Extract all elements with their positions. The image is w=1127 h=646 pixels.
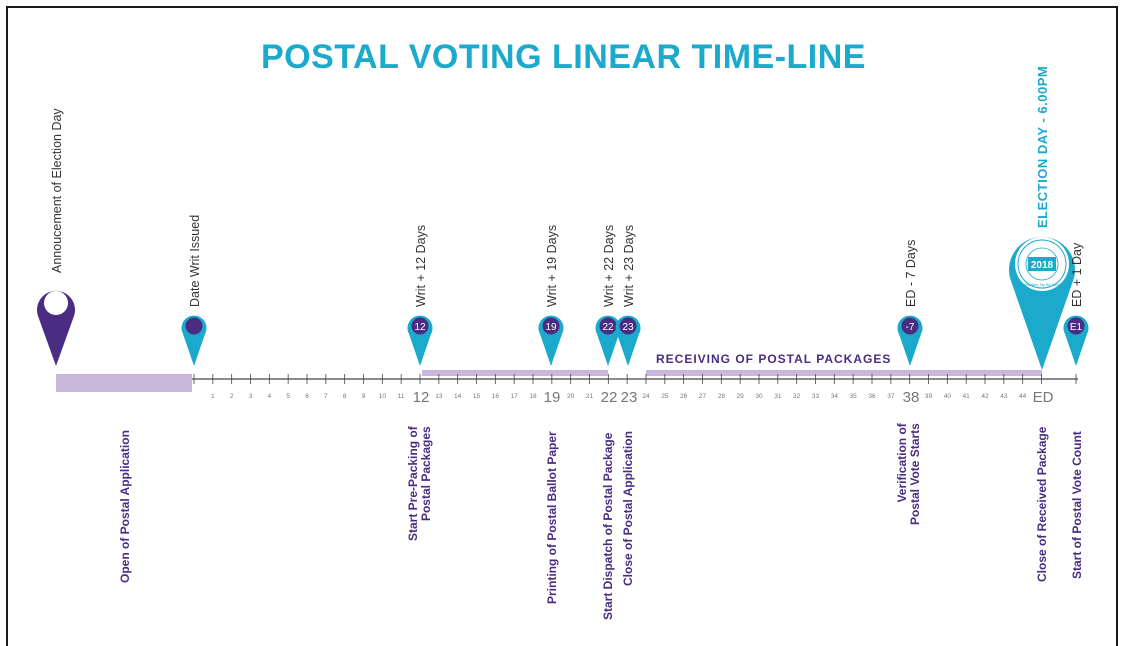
pin-ed7-icon (897, 315, 923, 366)
start-prepacking-label: Start Pre-Packing of Postal Packages (406, 426, 433, 541)
small-tick-number: 7 (324, 393, 328, 400)
small-tick-number: 34 (830, 393, 838, 400)
axis-number-22: 22 (600, 389, 618, 406)
verification-line2: Postal Vote Starts (908, 423, 922, 525)
small-tick-number: 32 (793, 393, 801, 400)
writ-issued-label: Date Writ Issued (188, 214, 202, 307)
ed-minus-7-label: ED - 7 Days (904, 239, 918, 307)
election-day-label: ELECTION DAY - 6.00PM (1035, 65, 1050, 228)
small-tick-number: 35 (849, 393, 857, 400)
small-tick-number: 10 (378, 393, 386, 400)
start-prepacking-line2: Postal Packages (419, 426, 433, 522)
small-tick-number: 9 (361, 393, 366, 400)
small-tick-number: 24 (642, 393, 650, 400)
page-title: POSTAL VOTING LINEAR TIME-LINE (261, 38, 866, 76)
announcement-label: Annoucement of Election Day (50, 108, 64, 273)
small-tick-number: 29 (736, 393, 744, 400)
small-tick-number: 8 (342, 393, 347, 400)
pin-22-icon (595, 315, 621, 366)
writ-23-label: Writ + 23 Days (622, 224, 636, 307)
ed-plus-1-label: ED + 1 Day (1070, 242, 1084, 307)
small-tick-number: 28 (717, 393, 725, 400)
writ-issued-pin-icon (181, 315, 207, 366)
pin-ed1-icon (1063, 315, 1089, 366)
writ-12-label: Writ + 12 Days (414, 224, 428, 307)
open-postal-application-label: Open of Postal Application (118, 430, 132, 583)
small-tick-number: 30 (755, 393, 763, 400)
small-tick-number: 1 (211, 393, 215, 400)
axis-label-ed: ED (1032, 389, 1054, 406)
pin-19-label: 19 (545, 322, 557, 333)
small-tick-number: 11 (397, 393, 405, 400)
small-tick-number: 3 (248, 393, 253, 400)
small-tick-number: 36 (868, 393, 876, 400)
start-postal-vote-count-label: Start of Postal Vote Count (1070, 431, 1084, 579)
axis-number-38: 38 (902, 389, 920, 406)
small-tick-number: 6 (305, 393, 309, 400)
small-tick-number: 42 (981, 393, 989, 400)
small-tick-number: 16 (491, 393, 499, 400)
election-day-pin-icon (1009, 236, 1076, 370)
announcement-pin-icon (37, 290, 75, 366)
writ-22-label: Writ + 22 Days (602, 224, 616, 307)
small-tick-number: 18 (529, 393, 537, 400)
pin-23-icon (615, 315, 641, 366)
receiving-postal-packages-label: RECEIVING OF POSTAL PACKAGES (656, 352, 892, 366)
small-tick-number: 44 (1019, 393, 1027, 400)
badge-year: 2018 (1031, 260, 1054, 271)
small-tick-number: 2 (229, 393, 234, 400)
verification-label: Verification of Postal Vote Starts (895, 423, 922, 525)
small-tick-number: 41 (962, 393, 970, 400)
small-tick-number: 5 (286, 393, 290, 400)
pin-ed1-label: E1 (1070, 322, 1083, 333)
small-tick-number: 40 (943, 393, 951, 400)
pin-23-label: 23 (622, 322, 634, 333)
writ-19-label: Writ + 19 Days (545, 224, 559, 307)
small-tick-number: 21 (585, 393, 594, 400)
axis-number-23: 23 (620, 389, 638, 406)
small-tick-number: 15 (472, 393, 481, 400)
small-tick-number: 26 (680, 393, 688, 400)
badge-ring-text: By Strokes, By By Strokes (1019, 282, 1066, 287)
small-tick-number: 20 (567, 393, 575, 400)
small-tick-number: 4 (267, 393, 272, 400)
small-tick-number: 17 (510, 393, 518, 400)
axis-number-19: 19 (543, 389, 561, 406)
printing-ballot-paper-label: Printing of Postal Ballot Paper (545, 431, 559, 604)
small-tick-number: 39 (924, 393, 933, 400)
small-tick-number: 27 (698, 393, 707, 400)
frame-border (6, 6, 1118, 646)
small-tick-number: 31 (774, 393, 782, 400)
small-tick-number: 13 (435, 393, 443, 400)
start-dispatch-label: Start Dispatch of Postal Package (601, 432, 615, 620)
small-tick-number: 43 (1000, 393, 1008, 400)
prepacking-bar (422, 370, 608, 376)
pin-12-label: 12 (414, 322, 426, 333)
small-tick-number: 37 (887, 393, 895, 400)
small-tick-number: 33 (811, 393, 820, 400)
pin-ed7-label: -7 (906, 322, 915, 333)
small-tick-number: 25 (661, 393, 669, 400)
axis-number-12: 12 (412, 389, 430, 406)
tick-marks (193, 374, 1077, 384)
timeline-graphic: 12 19 22 23 -7 E1 2018 By Strokes, By By… (37, 236, 1089, 392)
pin-12-icon (407, 315, 433, 366)
pin-19-icon (538, 315, 564, 366)
small-tick-number: 14 (454, 393, 462, 400)
close-postal-application-label: Close of Postal Application (621, 431, 635, 586)
open-application-bar (56, 374, 192, 392)
receiving-bar (646, 370, 1042, 376)
pin-22-label: 22 (602, 322, 614, 333)
close-received-package-label: Close of Received Package (1035, 426, 1049, 582)
